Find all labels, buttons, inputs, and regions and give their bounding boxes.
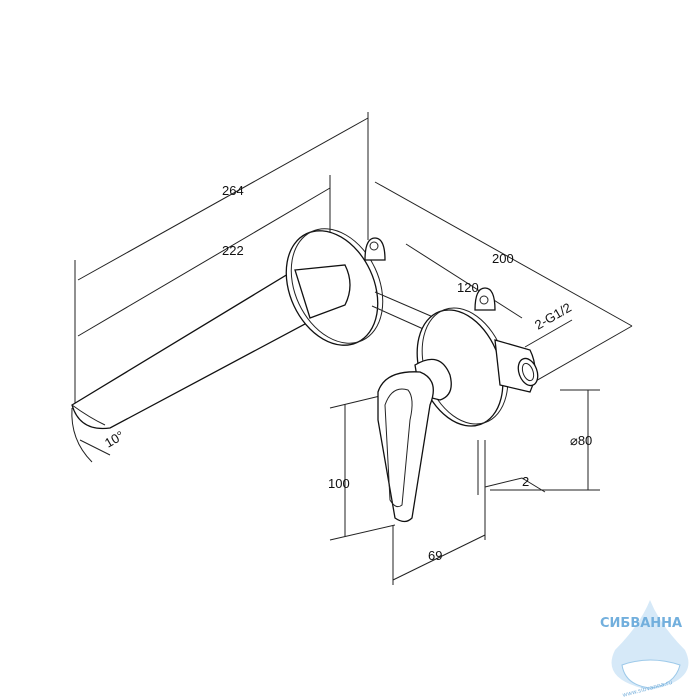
dim-diameter: ⌀80 [570,433,592,448]
dim-222: 222 [222,243,244,258]
dim-connection: 2-G1/2 [532,300,574,333]
dim-69: 69 [428,548,442,563]
dim-264: 264 [222,183,244,198]
dim-200: 200 [492,251,514,266]
dim-angle: 10° [102,428,127,451]
connecting-pipe [364,237,496,333]
dim-2: 2 [522,474,529,489]
dim-100: 100 [328,476,350,491]
watermark-logo: СИБВАННА www.sibvanna.ru [600,600,689,699]
dimension-lines [71,112,633,585]
spout-escutcheon [285,228,384,346]
mixer-body-handle [377,358,452,523]
watermark-brand: СИБВАННА [600,616,682,631]
dim-120: 120 [457,280,479,295]
